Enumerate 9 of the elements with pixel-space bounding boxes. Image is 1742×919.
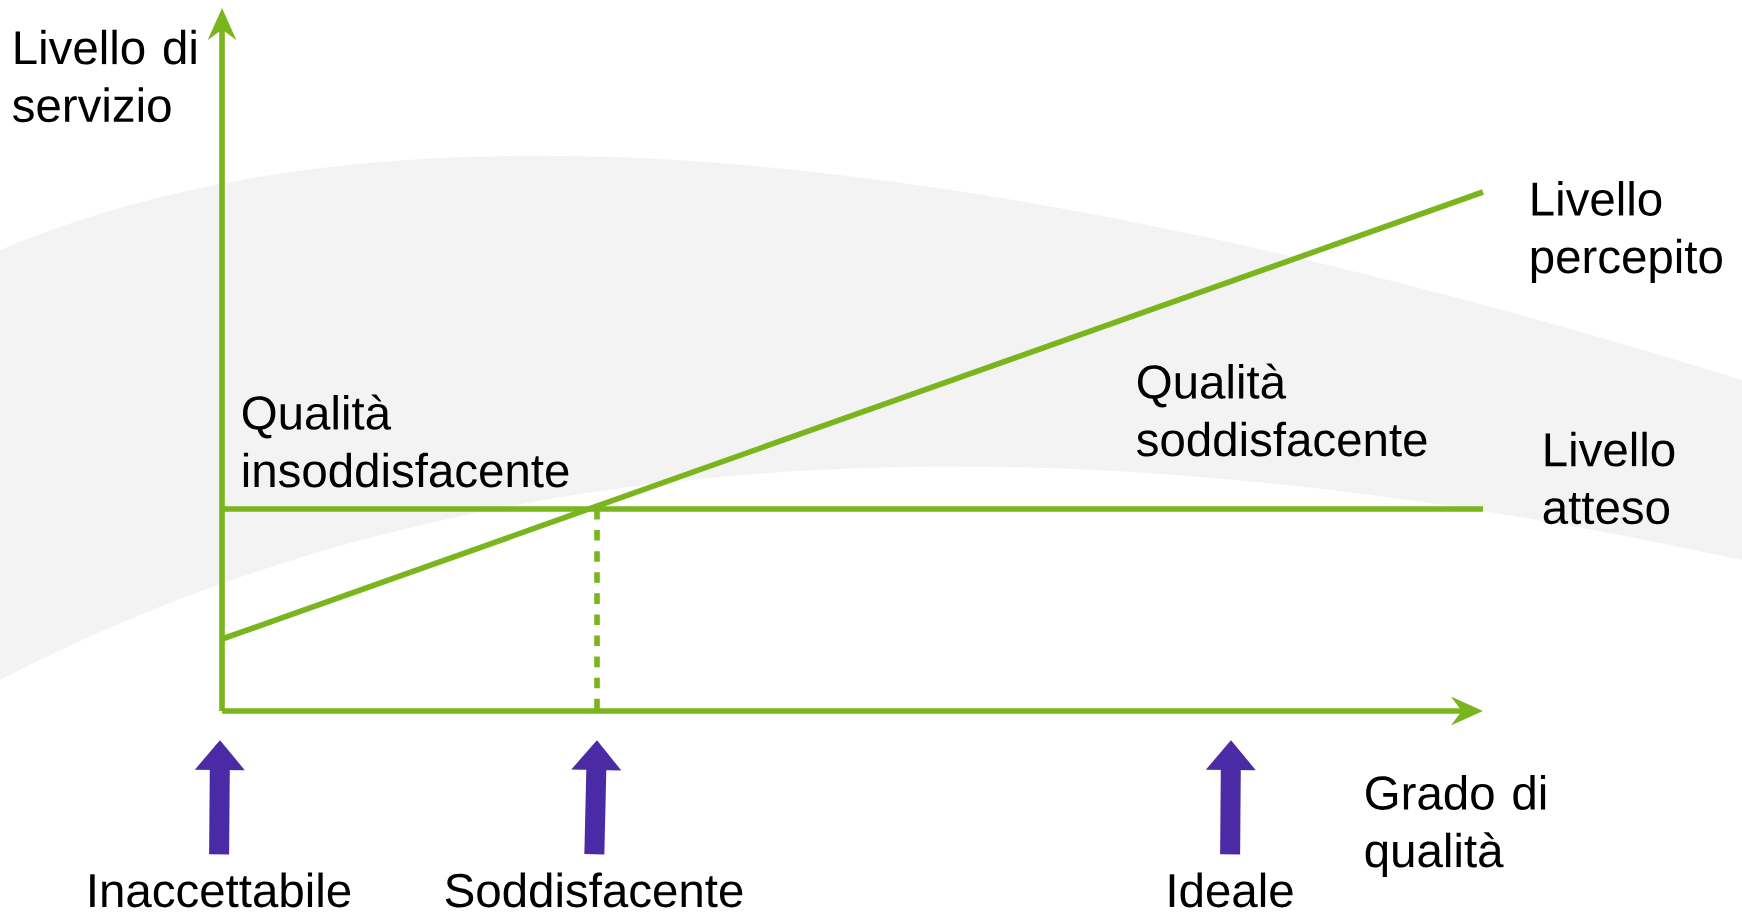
axis-label: Qualità soddisfacente [1137, 363, 1427, 457]
axis-label: Livello atteso [1543, 431, 1675, 525]
axis-label: Livello percepito [1531, 181, 1722, 283]
axis-label: Qualità insoddisfacente [242, 394, 569, 488]
axis-label: Livello di servizio [13, 29, 196, 123]
axis-label: Grado di qualità [1365, 775, 1546, 877]
quality-label: Soddisfacente [445, 872, 743, 908]
quality-label: Ideale [1169, 872, 1293, 908]
quality-label: Inaccettabile [90, 872, 351, 908]
